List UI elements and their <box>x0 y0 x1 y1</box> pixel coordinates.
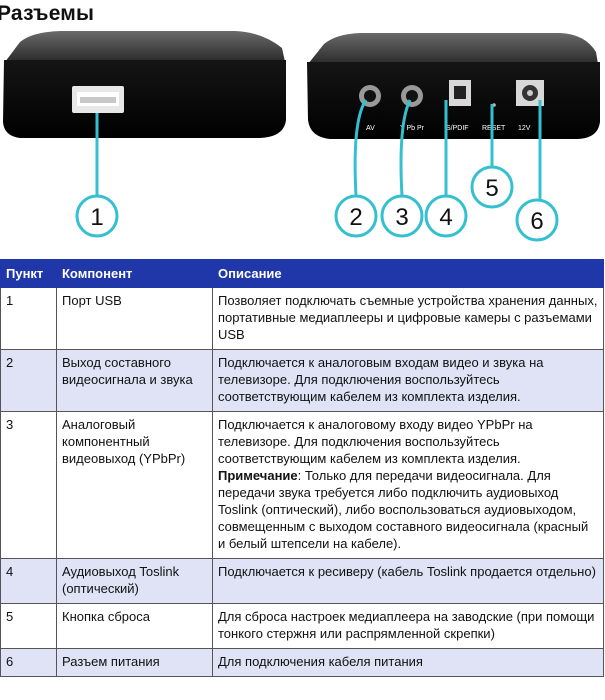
row-item: 6 <box>0 648 57 677</box>
callout-3-circle <box>380 194 424 238</box>
row-description: Подключается к ресиверу (кабель Toslink … <box>212 558 604 604</box>
callout-4-label: 4 <box>439 204 452 231</box>
callout-4-circle <box>424 194 468 238</box>
device-rear-view: AV Y Pb Pr S/PDIF RESET 12V <box>307 33 600 139</box>
header-description: Описание <box>212 259 604 288</box>
row-description-cell: Подключается к аналоговому входу видео Y… <box>212 411 604 559</box>
row-description: Позволяет подключать съемные устройства … <box>212 287 604 350</box>
row-item: 4 <box>0 558 57 604</box>
row-component: Аналоговый компонентный видеовыход (YPbP… <box>56 411 213 559</box>
port-label-spdif: S/PDIF <box>446 125 469 132</box>
row-component: Выход составного видеосигнала и звука <box>56 349 213 412</box>
callout-1-label: 1 <box>90 204 103 231</box>
row-component: Аудиовыход Toslink (оптический) <box>56 558 213 604</box>
table-row: 5 Кнопка сброса Для сброса настроек меди… <box>0 603 604 649</box>
row-description: Для подключения кабеля питания <box>212 648 604 677</box>
row-description: Подключается к аналоговым входам видео и… <box>212 349 604 412</box>
connectors-table: Пункт Компонент Описание 1 Порт USB Позв… <box>0 259 604 677</box>
row-item: 3 <box>0 411 57 559</box>
port-label-av: AV <box>366 125 375 132</box>
port-label-ypbpr: Y Pb Pr <box>400 125 425 132</box>
row-description: Для сброса настроек медиаплеера на завод… <box>212 603 604 649</box>
port-label-reset: RESET <box>482 125 506 132</box>
header-component: Компонент <box>56 259 213 288</box>
table-row: 2 Выход составного видеосигнала и звука … <box>0 349 604 412</box>
table-row: 4 Аудиовыход Toslink (оптический) Подклю… <box>0 558 604 604</box>
table-row: 3 Аналоговый компонентный видеовыход (YP… <box>0 411 604 559</box>
row-description: Подключается к аналоговому входу видео Y… <box>218 417 533 466</box>
device-illustration: AV Y Pb Pr S/PDIF RESET 12V 1 2 3 4 5 6 <box>3 31 600 242</box>
table-row: 1 Порт USB Позволяет подключать съемные … <box>0 287 604 350</box>
page-title: Разъемы <box>0 2 95 25</box>
device-front-view <box>3 31 286 138</box>
header-item: Пункт <box>0 259 57 288</box>
note-label: Примечание <box>218 468 298 483</box>
spdif-port <box>449 80 471 106</box>
callout-1-circle <box>75 194 119 238</box>
callout-lines <box>95 99 542 200</box>
usb-port <box>72 86 124 113</box>
row-item: 1 <box>0 287 57 350</box>
port-label-power: 12V <box>518 125 531 132</box>
callout-6-circle <box>515 198 559 242</box>
callout-5-label: 5 <box>485 175 498 202</box>
callout-6-label: 6 <box>530 208 543 235</box>
callout-2-label: 2 <box>349 204 362 231</box>
callout-5-circle <box>470 165 514 209</box>
table-header-row: Пункт Компонент Описание <box>0 259 604 288</box>
table-row: 6 Разъем питания Для подключения кабеля … <box>0 648 604 677</box>
row-item: 5 <box>0 603 57 649</box>
row-component: Кнопка сброса <box>56 603 213 649</box>
row-component: Разъем питания <box>56 648 213 677</box>
callout-2-circle <box>334 194 378 238</box>
callout-3-label: 3 <box>395 204 408 231</box>
note-text: : Только для передачи видеосигнала. Для … <box>218 468 589 551</box>
row-component: Порт USB <box>56 287 213 350</box>
row-item: 2 <box>0 349 57 412</box>
ypbpr-jack <box>401 85 423 107</box>
